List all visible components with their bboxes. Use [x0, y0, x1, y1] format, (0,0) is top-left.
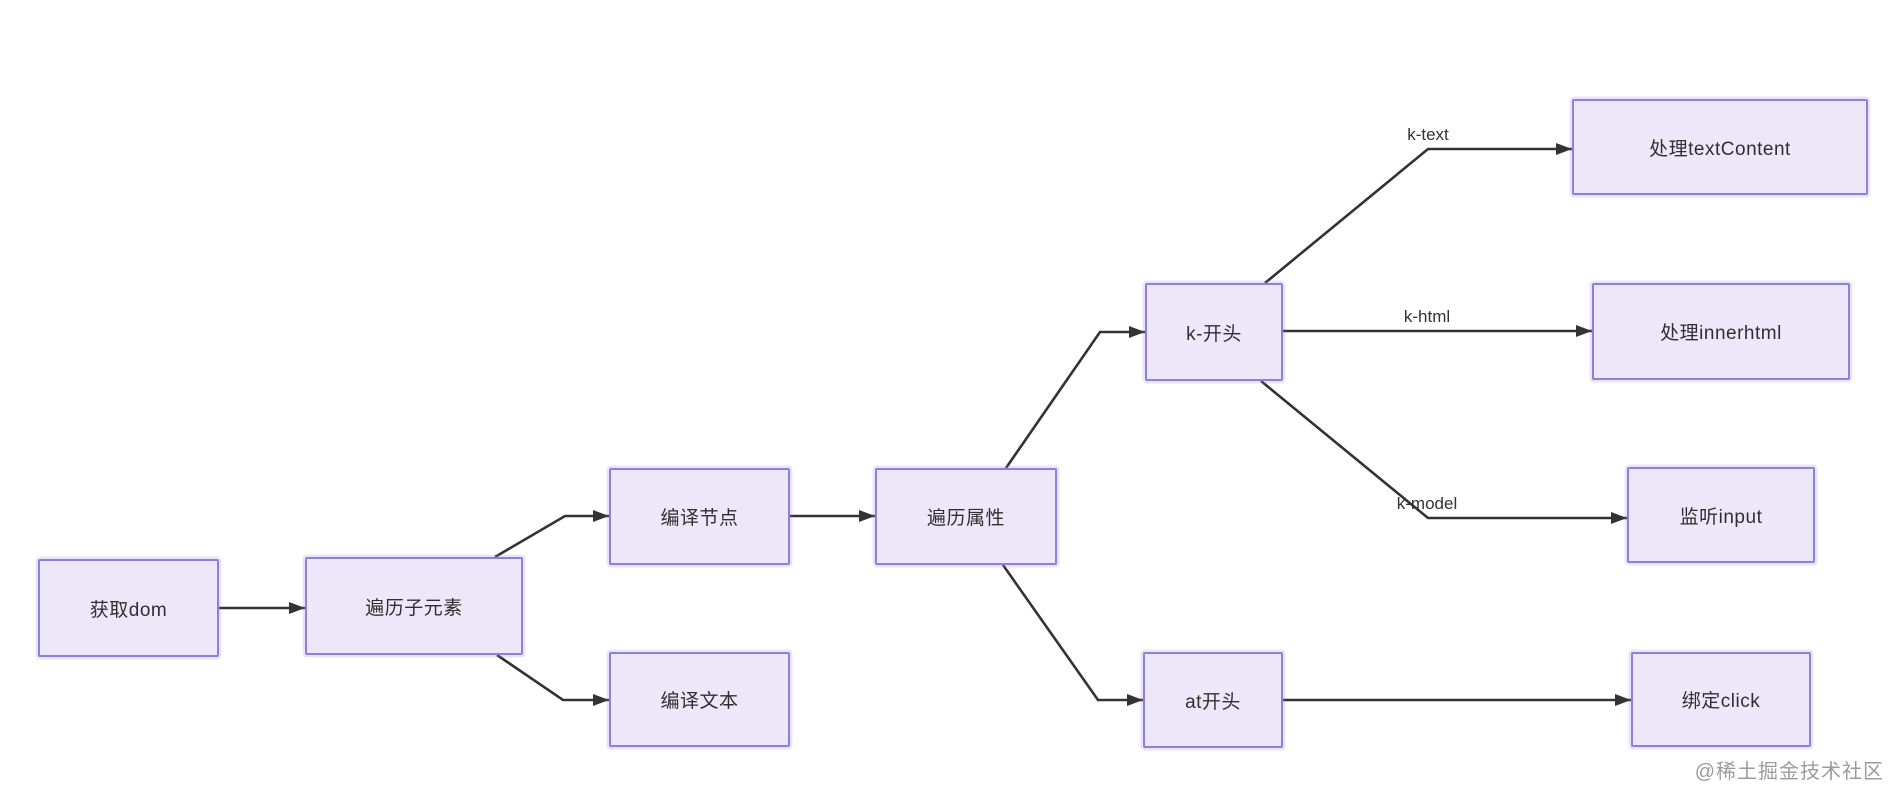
edge-label-k-html: k-html: [1404, 307, 1450, 326]
node-k-prefix-label: k-开头: [1186, 323, 1242, 345]
node-at-prefix: at开头: [1143, 652, 1283, 748]
node-handle-textcontent-label: 处理textContent: [1649, 138, 1791, 160]
edge-k-prefix-to-listen-input: [1260, 379, 1627, 524]
node-get-dom: 获取dom: [38, 559, 219, 657]
node-handle-textcontent: 处理textContent: [1572, 99, 1868, 195]
node-traverse-children: 遍历子元素: [305, 557, 523, 655]
node-compile-node: 编译节点: [609, 468, 790, 565]
node-handle-innerhtml-label: 处理innerhtml: [1660, 323, 1782, 344]
edge-label-k-model: k-model: [1397, 494, 1457, 513]
edge-traverse-attributes-to-at-prefix: [1001, 564, 1143, 706]
edge-k-prefix-to-handle-textcontent: [1264, 143, 1572, 285]
node-k-prefix: k-开头: [1145, 283, 1283, 381]
node-compile-text-label: 编译文本: [660, 691, 739, 712]
node-compile-text: 编译文本: [609, 652, 790, 747]
node-listen-input: 监听input: [1627, 467, 1815, 563]
edge-traverse-attributes-to-k-prefix: [1004, 326, 1145, 469]
node-compile-node-label: 编译节点: [660, 508, 739, 529]
node-at-prefix-label: at开头: [1185, 691, 1241, 713]
watermark: @稀土掘金技术社区: [1694, 761, 1884, 783]
node-bind-click: 绑定click: [1631, 652, 1811, 747]
node-traverse-children-label: 遍历子元素: [365, 597, 463, 619]
edge-label-k-text: k-text: [1407, 125, 1449, 144]
node-handle-innerhtml: 处理innerhtml: [1592, 283, 1850, 380]
node-traverse-attributes-label: 遍历属性: [926, 508, 1005, 529]
node-bind-click-label: 绑定click: [1681, 691, 1761, 712]
edge-traverse-children-to-compile-text: [496, 653, 609, 706]
node-get-dom-label: 获取dom: [89, 599, 168, 621]
node-traverse-attributes: 遍历属性: [875, 468, 1057, 565]
edge-traverse-children-to-compile-node: [494, 510, 609, 559]
node-listen-input-label: 监听input: [1679, 506, 1763, 528]
